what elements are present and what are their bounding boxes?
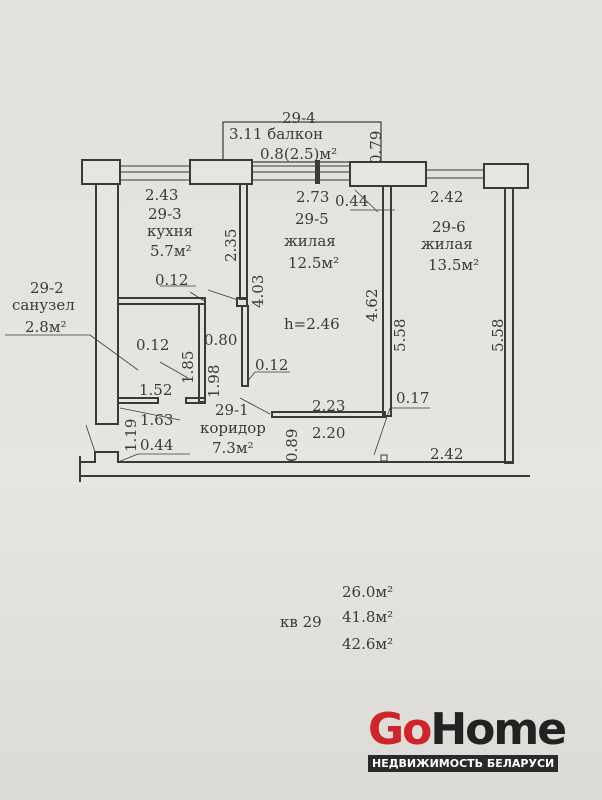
room5-length2: 4.62: [363, 289, 381, 322]
wall-kitchen-room5: [239, 183, 248, 300]
logo-go: Go: [368, 704, 432, 755]
corridor-id: 29-1: [215, 401, 249, 419]
corridor-width1: 2.23: [312, 397, 345, 415]
wall-top-left: [81, 159, 121, 185]
balcony-name: балкон: [267, 125, 323, 143]
room6-length: 5.58: [391, 319, 409, 352]
logo-tagline: НЕДВИЖИМОСТЬ БЕЛАРУСИ: [368, 755, 559, 772]
kitchen-length: 2.35: [222, 229, 240, 262]
corridor-d198: 1.98: [205, 365, 223, 398]
bathroom-d2: 1.52: [139, 381, 172, 399]
wall-top-room5: [349, 161, 427, 187]
room6-area: 13.5м²: [428, 256, 479, 274]
kitchen-id: 29-3: [148, 205, 182, 223]
room5-id: 29-5: [295, 210, 329, 228]
wall-corridor: [271, 411, 386, 418]
balcony-door: [315, 160, 320, 184]
wall-top-kitchen: [189, 159, 253, 185]
wall-bath-top: [117, 297, 206, 305]
ceiling-height: h=2.46: [284, 315, 340, 333]
room5-name: жилая: [284, 232, 336, 250]
logo-home: Home: [430, 704, 567, 755]
wall-left: [95, 183, 119, 425]
kitchen-width: 2.43: [145, 186, 178, 204]
room6-length2: 5.58: [489, 319, 507, 352]
corridor-d044: 0.44: [140, 436, 173, 454]
corridor-area: 7.3м²: [212, 439, 254, 457]
corridor-d119: 1.19: [122, 419, 140, 452]
balcony-depth: 0.79: [367, 131, 385, 164]
wall-room5-room6: [382, 185, 392, 417]
room6-name: жилая: [421, 235, 473, 253]
room5-width: 2.73: [296, 188, 329, 206]
wall-corridor-room5: [241, 305, 249, 387]
room6-width: 2.42: [430, 188, 463, 206]
corridor-d080: 0.80: [204, 331, 237, 349]
room6-id: 29-6: [432, 218, 466, 236]
corridor-d089: 0.89: [283, 429, 301, 462]
bathroom-d1: 1.85: [179, 351, 197, 384]
kitchen-thk: 0.12: [155, 271, 188, 289]
corridor-width2: 2.20: [312, 424, 345, 442]
summary-living: 26.0м²: [342, 583, 393, 601]
walls: [5, 121, 530, 482]
wall-thk: 0.17: [396, 389, 429, 407]
corridor-name: коридор: [200, 419, 266, 437]
balcony-width: 3.11: [229, 125, 262, 143]
gohome-logo: GoHome НЕДВИЖИМОСТЬ БЕЛАРУСИ: [368, 708, 567, 772]
balcony-outline: [222, 121, 382, 163]
summary-total-all: 42.6м²: [342, 635, 393, 653]
summary-label: кв 29: [280, 613, 322, 631]
bathroom-id: 29-2: [30, 279, 64, 297]
bathroom-name: санузел: [12, 296, 75, 314]
room5-thk: 0.12: [255, 356, 288, 374]
summary-total: 41.8м²: [342, 608, 393, 626]
kitchen-name: кухня: [147, 222, 193, 240]
room5-pier: 0.44: [335, 192, 368, 210]
room5-length: 4.03: [249, 275, 267, 308]
kitchen-area: 5.7м²: [150, 242, 192, 260]
room6-width-bottom: 2.42: [430, 445, 463, 463]
wall-top-right: [483, 163, 529, 189]
bathroom-thk: 0.12: [136, 336, 169, 354]
bathroom-area: 2.8м²: [25, 318, 67, 336]
balcony-area: 0.8(2.5)м²: [260, 145, 337, 163]
corridor-d163: 1.63: [140, 411, 173, 429]
balcony-label: 3.11 балкон: [229, 125, 323, 143]
room5-area: 12.5м²: [288, 254, 339, 272]
balcony-id: 29-4: [282, 109, 316, 127]
